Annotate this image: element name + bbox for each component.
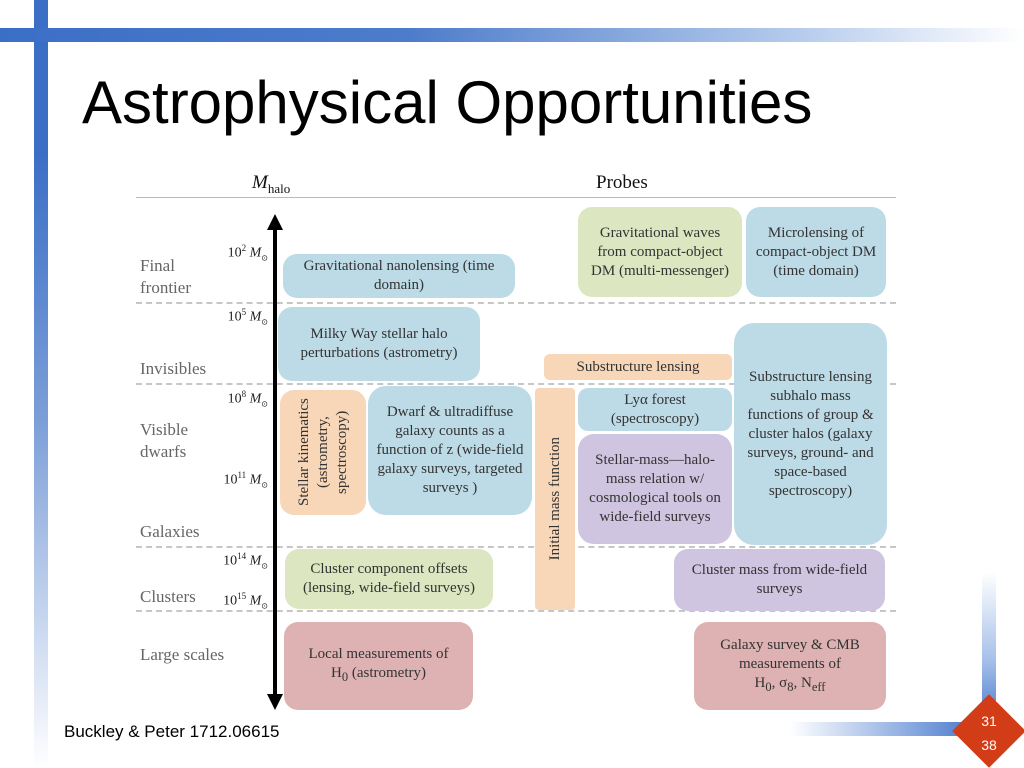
- category-visible-dwarfs: Visible dwarfs: [140, 420, 189, 461]
- box-local-h0: Local measurements of H0 (astrometry): [284, 622, 473, 710]
- category-large-scales: Large scales: [140, 645, 225, 664]
- box-substructure-lensing: Substructure lensing: [544, 354, 732, 380]
- box-lya-forest: Lyα forest (spectroscopy): [578, 388, 732, 431]
- mass-tick: 102 M⊙: [227, 243, 268, 263]
- box-microlensing: Microlensing of compact-object DM (time …: [746, 207, 886, 297]
- mass-tick: 1014 M⊙: [223, 551, 268, 571]
- box-stellar-kinematics: Stellar kinematics (astrometry, spectros…: [280, 390, 366, 515]
- separator: [136, 610, 896, 612]
- box-dwarf-counts: Dwarf & ultradiffuse galaxy counts as a …: [368, 386, 532, 515]
- page-number-diamond: [952, 694, 1024, 768]
- decorative-right-bar: [982, 572, 996, 732]
- stellar-kinematics-text: Stellar kinematics (astrometry, spectros…: [295, 398, 350, 507]
- citation: Buckley & Peter 1712.06615: [64, 722, 280, 741]
- box-cluster-mass: Cluster mass from wide-field surveys: [674, 549, 885, 611]
- top-rule: [136, 197, 896, 198]
- axis-label-main: M: [252, 172, 268, 193]
- page-number-current: 31: [981, 713, 997, 729]
- category-galaxies: Galaxies: [140, 522, 200, 541]
- mass-tick: 1015 M⊙: [223, 591, 268, 611]
- box-initial-mass-function: Initial mass function: [535, 388, 575, 610]
- mass-tick: 108 M⊙: [227, 389, 268, 409]
- separator: [136, 546, 896, 548]
- mass-tick: 1011 M⊙: [223, 470, 268, 490]
- box-stellar-mass-halo-mass: Stellar-mass—halo-mass relation w/ cosmo…: [578, 434, 732, 544]
- probes-header: Probes: [596, 172, 648, 193]
- separator: [136, 383, 896, 385]
- category-final-frontier: Final frontier: [140, 256, 191, 297]
- local-h0-line1: Local measurements of: [308, 646, 449, 662]
- box-nanolensing: Gravitational nanolensing (time domain): [283, 254, 515, 298]
- galaxy-cmb-line1: Galaxy survey & CMB measurements of: [720, 636, 860, 672]
- initial-mass-function-text: Initial mass function: [546, 437, 563, 561]
- axis-label-sub: halo: [267, 180, 291, 196]
- decorative-vertical-bar: [34, 0, 48, 768]
- box-cluster-offsets: Cluster component offsets (lensing, wide…: [285, 549, 493, 609]
- box-milky-way-halo: Milky Way stellar halo perturbations (as…: [278, 307, 480, 381]
- box-gravitational-waves: Gravitational waves from compact-object …: [578, 207, 742, 297]
- mass-tick: 105 M⊙: [227, 307, 268, 327]
- separator: [136, 302, 896, 304]
- category-clusters: Clusters: [140, 587, 196, 606]
- arrow-down-icon: [267, 694, 283, 710]
- decorative-horizontal-bar: [0, 28, 1024, 42]
- page-number-total: 38: [981, 737, 997, 753]
- category-invisibles: Invisibles: [140, 359, 207, 378]
- decorative-bottom-bar: [790, 722, 990, 736]
- box-substructure-hmf: Substructure lensing subhalo mass functi…: [734, 323, 887, 545]
- box-galaxy-cmb: Galaxy survey & CMB measurements of H0, …: [694, 622, 886, 710]
- arrow-up-icon: [267, 214, 283, 230]
- mass-axis-line: [273, 228, 277, 698]
- slide-title: Astrophysical Opportunities: [82, 69, 813, 136]
- axis-label: Mhalo: [252, 172, 290, 197]
